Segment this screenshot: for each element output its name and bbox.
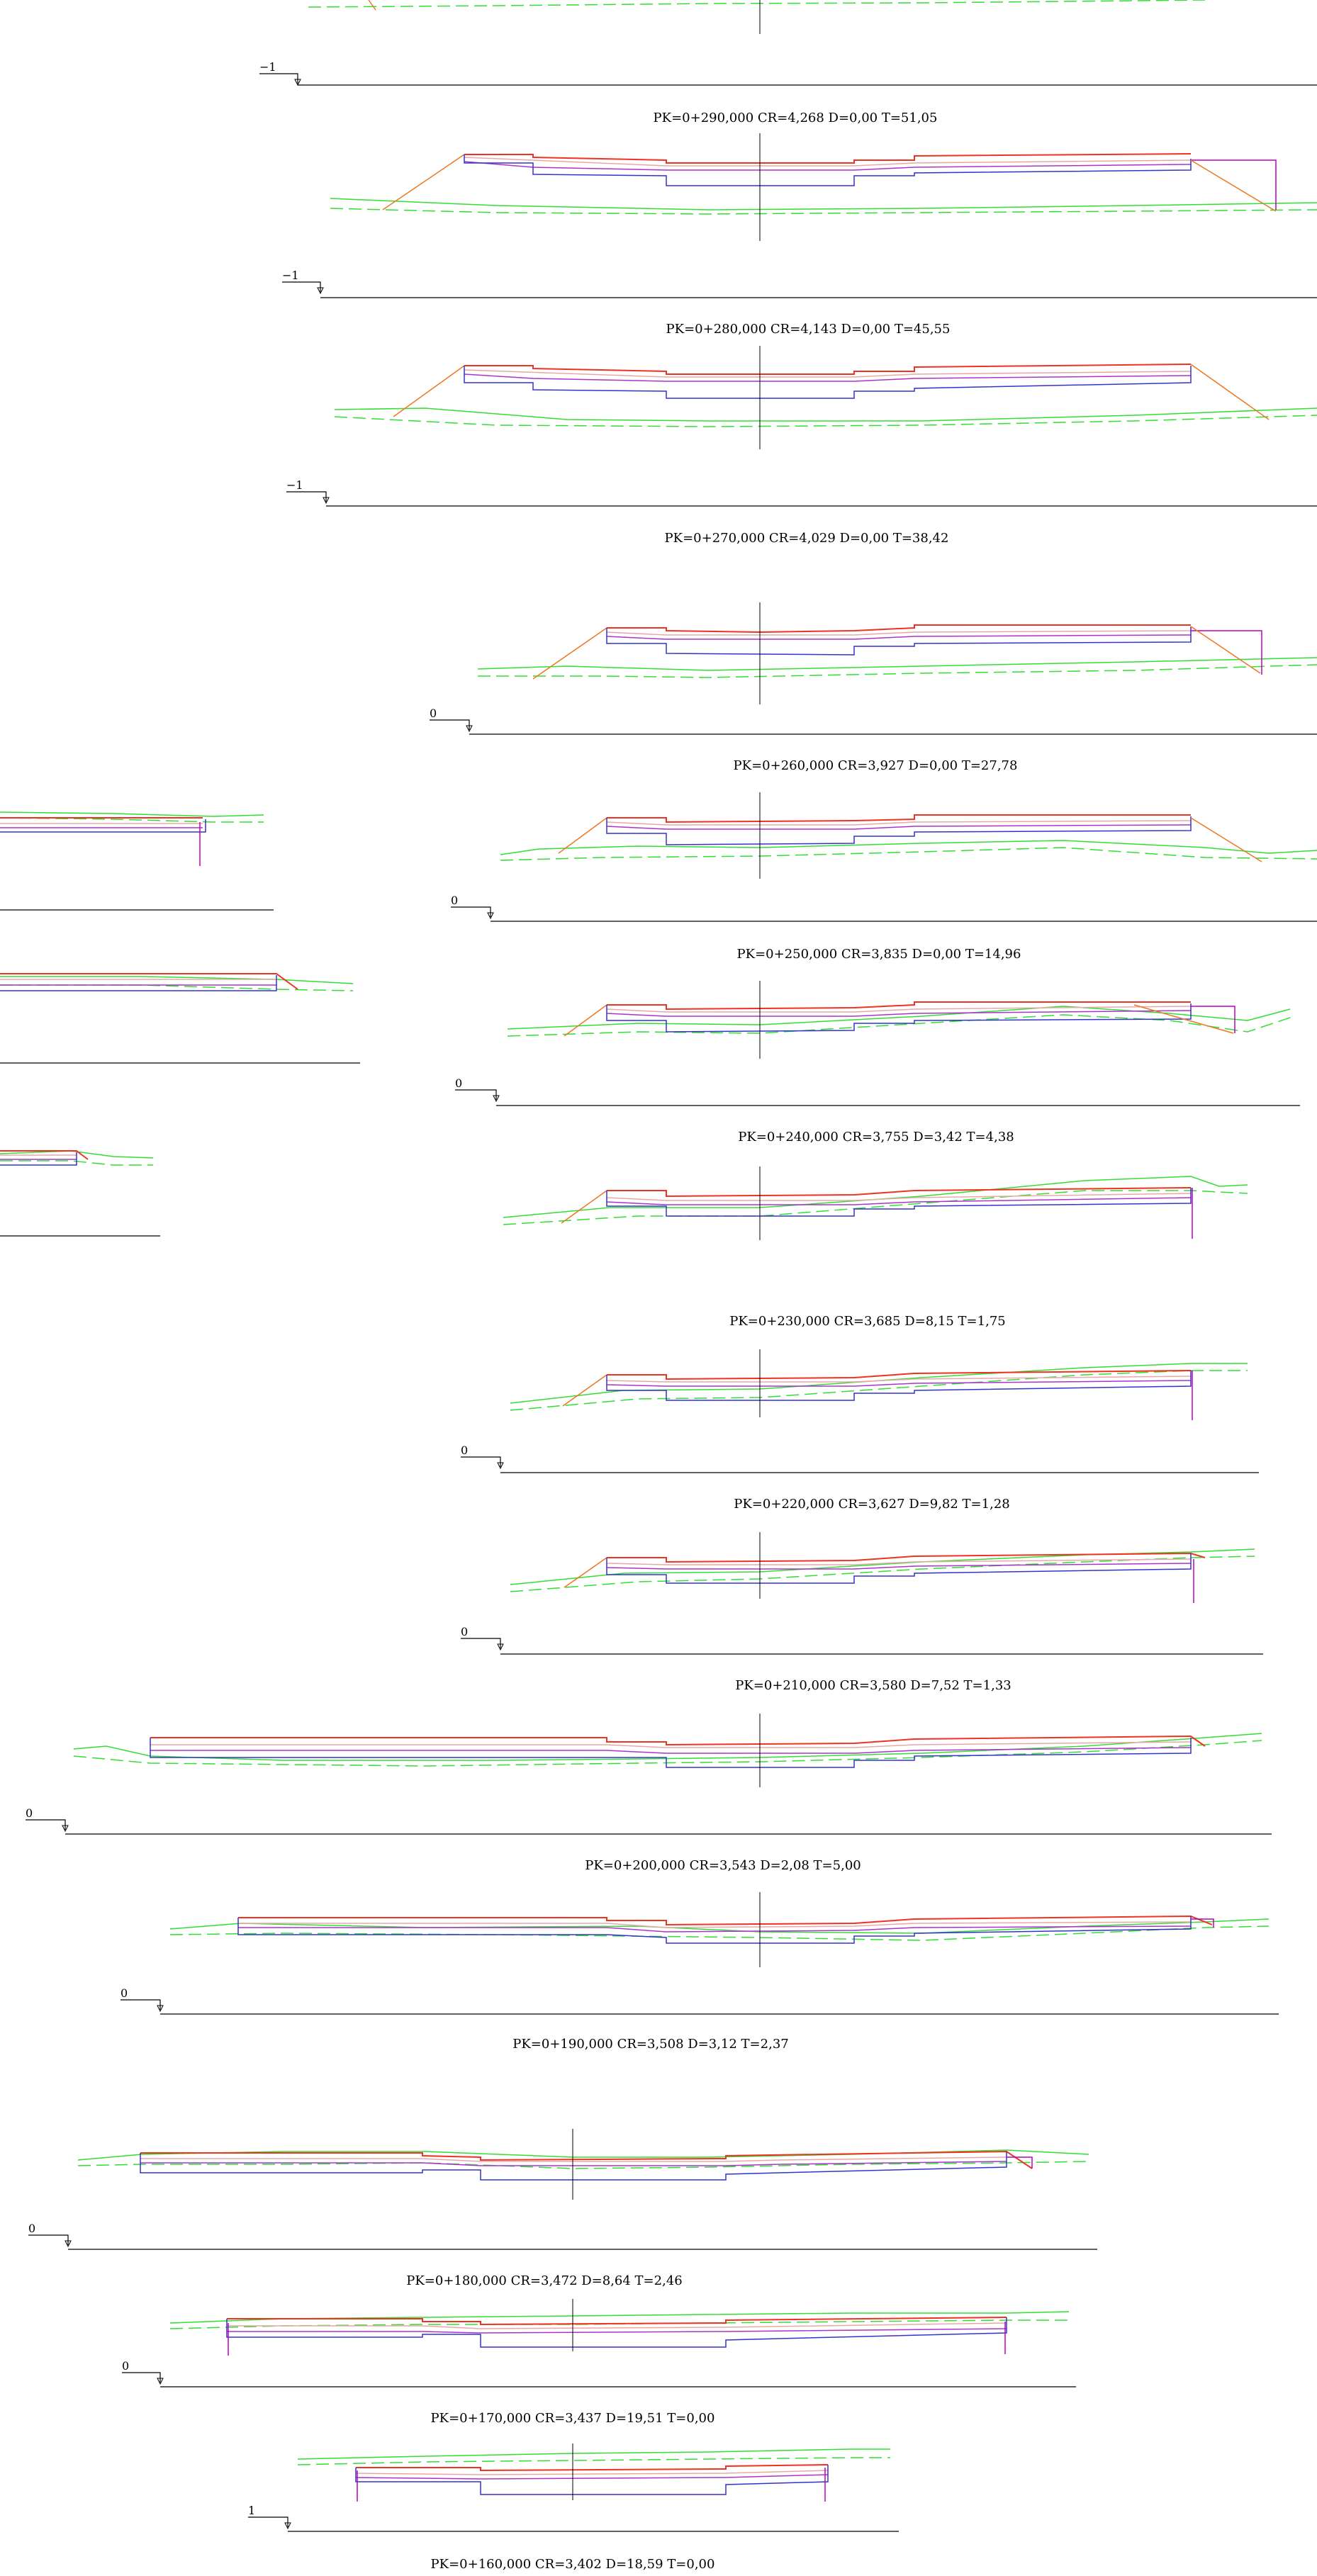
- section-label: PK=0+190,000 CR=3,508 D=3,12 T=2,37: [512, 2037, 788, 2052]
- reference-level-label: 0: [28, 2222, 35, 2235]
- reference-level-label: −1: [282, 269, 299, 282]
- cross-section-270: −1 PK=0+270,000 CR=4,029 D=0,00 T=38,42: [286, 478, 1317, 704]
- section-label: PK=0+280,000 CR=4,143 D=0,00 T=45,55: [666, 322, 951, 337]
- reference-level-label: 0: [455, 1076, 462, 1090]
- section-label: PK=0+250,000 CR=3,835 D=0,00 T=14,96: [737, 947, 1021, 962]
- section-label: PK=0+200,000 CR=3,543 D=2,08 T=5,00: [585, 1858, 861, 1873]
- section-label: PK=0+160,000 CR=3,402 D=18,59 T=0,00: [431, 2557, 715, 2572]
- reference-level-label: 0: [451, 894, 458, 907]
- reference-level-label: 0: [26, 1806, 33, 1820]
- cross-section-250: 0 PK=0+250,000 CR=3,835 D=0,00 T=14,96: [451, 894, 1317, 1059]
- section-label: PK=0+210,000 CR=3,580 D=7,52 T=1,33: [735, 1678, 1011, 1693]
- reference-level-label: 0: [122, 2359, 129, 2373]
- cross-section-160: PK=0+160,000 CR=3,402 D=18,59 T=0,00: [431, 2557, 715, 2572]
- section-label: PK=0+180,000 CR=3,472 D=8,64 T=2,46: [406, 2273, 682, 2288]
- cross-section-170: 1 PK=0+170,000 CR=3,437 D=19,51 T=0,00: [248, 2411, 899, 2532]
- cross-section-190: 0 PK=0+190,000 CR=3,508 D=3,12 T=2,37: [28, 2037, 1097, 2250]
- cross-section-230-drawing: [510, 1349, 1248, 1420]
- cross-section-200: 0 PK=0+200,000 CR=3,543 D=2,08 T=5,00: [121, 1858, 1279, 2015]
- section-label: PK=0+270,000 CR=4,029 D=0,00 T=38,42: [665, 531, 949, 546]
- section-label: PK=0+220,000 CR=3,627 D=9,82 T=1,28: [734, 1497, 1009, 1512]
- reference-level-label: −1: [286, 478, 303, 492]
- cross-section-220: 0 PK=0+220,000 CR=3,627 D=9,82 T=1,28: [461, 1497, 1263, 1655]
- cross-section-260: 0 PK=0+260,000 CR=3,927 D=0,00 T=27,78: [430, 707, 1317, 879]
- reference-level-label: 1: [248, 2504, 255, 2517]
- cross-section-240: 0 PK=0+240,000 CR=3,755 D=3,42 T=4,38: [455, 1076, 1300, 1240]
- section-label: PK=0+240,000 CR=3,755 D=3,42 T=4,38: [738, 1130, 1014, 1144]
- reference-level-label: −1: [259, 60, 276, 74]
- section-label: PK=0+170,000 CR=3,437 D=19,51 T=0,00: [431, 2411, 715, 2426]
- reference-level-label: 0: [461, 1444, 468, 1457]
- reference-level-label: 0: [430, 707, 437, 720]
- cross-section-290: −1 PK=0+290,000 CR=4,268 D=0,00 T=51,05: [259, 60, 1317, 241]
- cross-section-230: 0 PK=0+230,000 CR=3,685 D=8,15 T=1,75: [461, 1314, 1259, 1473]
- reference-level-label: 0: [461, 1625, 468, 1638]
- reference-level-label: 0: [121, 1986, 128, 2000]
- cross-section-180: 0 PK=0+180,000 CR=3,472 D=8,64 T=2,46: [122, 2273, 1076, 2387]
- section-label: PK=0+290,000 CR=4,268 D=0,00 T=51,05: [654, 111, 938, 125]
- cross-section-280: −1 PK=0+280,000 CR=4,143 D=0,00 T=45,55: [282, 269, 1317, 449]
- partial-top-section: [308, 0, 1206, 34]
- section-label: PK=0+260,000 CR=3,927 D=0,00 T=27,78: [734, 758, 1018, 773]
- partial-left-sections: [0, 811, 360, 1237]
- cross-section-210: 0 PK=0+210,000 CR=3,580 D=7,52 T=1,33: [26, 1678, 1272, 1835]
- section-label: PK=0+230,000 CR=3,685 D=8,15 T=1,75: [729, 1314, 1005, 1329]
